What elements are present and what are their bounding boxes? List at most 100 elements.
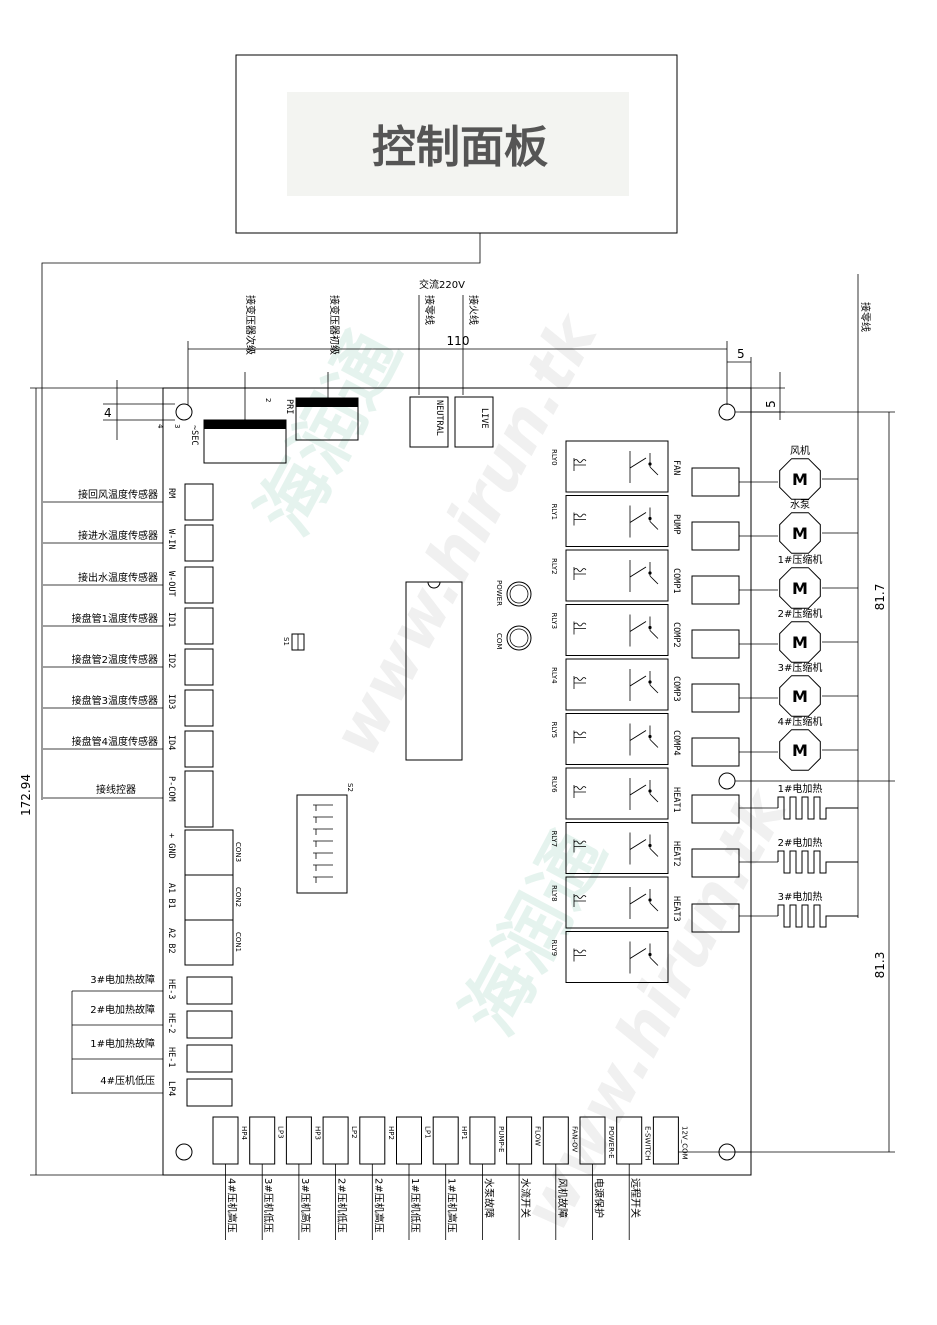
dimension-upper: 81.7 [873,584,887,611]
ac-220v-label: 交流220V [419,278,465,291]
input-label-hp1: 1#压机高压 [446,1178,459,1233]
neutral-terminal [409,396,449,448]
sensor-code-w-out: W-OUT [166,571,176,597]
input-connector-hp4 [212,1116,239,1165]
sensor-label-w-out: 接出水温度传感器 [78,571,158,584]
live-terminal-label: LIVE [479,408,489,428]
power-led [506,581,532,607]
s2-dip-levers [313,804,333,883]
input-code-pump-e: PUMP-E [497,1126,505,1152]
input-connector-hp1 [432,1116,459,1165]
con3-label: CON3 [234,842,242,862]
output-code-heat2: HEAT2 [671,841,681,867]
sensor-label-id2: 接盘管2温度传感器 [72,653,158,666]
motor-symbol-comp1: M [792,579,808,598]
relay-rly1 [565,495,669,547]
relay-label-rly0: RLY0 [550,449,558,466]
sensor-connector-id4 [184,730,214,768]
motor-symbol-comp3: M [792,687,808,706]
motor-comp1 [779,567,821,609]
wired-controller-code: P-COM [166,776,176,802]
output-code-comp4: COMP4 [671,730,681,756]
input-label-hp4: 4#压机高压 [226,1178,239,1233]
input-connector-12v-com [652,1116,679,1165]
output-code-pump: PUMP [671,514,681,534]
heater-heat3 [777,904,858,928]
output-terminal-comp2 [691,629,740,659]
output-code-fan: FAN [671,460,681,475]
input-label-power-e: 电源保护 [593,1178,606,1218]
relay-label-rly7: RLY7 [550,831,558,848]
motor-comp3 [779,675,821,717]
title-leader-line [41,233,481,800]
dimension-offset-h: 5 [737,347,745,361]
watermark-brand: 海润通 [446,818,622,1048]
con2-label: CON2 [234,887,242,907]
relay-label-rly9: RLY9 [550,940,558,957]
relay-label-rly5: RLY5 [550,722,558,739]
mounting-hole-bl [175,1143,193,1161]
right-neutral-wire-label: 接零线 [859,302,872,332]
output-code-heat1: HEAT1 [671,787,681,813]
sensor-label-w-in: 接进水温度传感器 [78,529,158,542]
a2b2-label: A2 B2 [166,928,176,954]
input-connector-hp2 [359,1116,386,1165]
sensor-connector-rm [184,483,214,521]
fault-label-he-2: 2#电加热故障 [90,1003,155,1016]
com-led [506,625,532,651]
primary-pin-label: 2 [264,398,272,402]
motor-comp2 [779,621,821,663]
sensor-label-id1: 接盘管1温度传感器 [72,612,158,625]
motor-symbol-pump: M [792,524,808,543]
heater-label-heat2: 2#电加热 [778,836,823,849]
output-code-comp1: COMP1 [671,568,681,594]
output-terminal-comp1 [691,575,740,605]
relay-label-rly3: RLY3 [550,613,558,630]
fault-label-he-3: 3#电加热故障 [90,973,155,986]
input-code-12v-com: 12V_COM [680,1126,688,1160]
fault-connector-lp4 [186,1078,233,1107]
page-title: 控制面板 [372,122,548,173]
motor-comp4 [779,729,821,771]
com-led-label: COM [495,633,503,649]
bottom-input-connectors: HP44#压机高压LP33#压机低压HP33#压机高压LP22#压机低压HP22… [212,1116,751,1240]
relay-rly5 [565,713,669,765]
live-terminal [454,396,494,448]
input-label-lp3: 3#压机低压 [262,1178,275,1233]
input-label-hp2: 2#压机高压 [372,1178,385,1233]
con1-label: CON1 [234,932,242,952]
pcb-board [162,387,752,1176]
heater-label-heat3: 3#电加热 [778,890,823,903]
input-code-fan-ov: FAN-OV [570,1126,578,1153]
motor-pump [779,512,821,554]
motor-label-comp3: 3#压缩机 [778,661,823,674]
sensor-label-rm: 接回风温度传感器 [78,488,158,501]
motor-symbol-comp4: M [792,741,808,760]
motor-label-comp1: 1#压缩机 [778,553,823,566]
dimension-offset-v: 5 [764,400,778,408]
sensor-connector-w-in [184,524,214,562]
output-code-comp2: COMP2 [671,622,681,648]
a1b1-label: A1 B1 [166,883,176,909]
input-code-hp4: HP4 [240,1126,248,1140]
relay-label-rly2: RLY2 [550,558,558,575]
sensor-code-w-in: W-IN [166,529,176,549]
power-led-label: POWER [495,580,503,606]
mounting-hole-mr [718,772,736,790]
left-sensor-connectors: RM接回风温度传感器W-IN接进水温度传感器W-OUT接出水温度传感器ID1接盘… [43,483,214,828]
input-code-lp2: LP2 [350,1126,358,1139]
motor-fan [779,458,821,500]
s2-dip-switch [296,794,348,894]
secondary-pin-label: 3 [173,424,181,428]
input-code-hp3: HP3 [313,1126,321,1140]
fault-connector-he-1 [186,1044,233,1073]
mounting-hole-tl [175,403,193,421]
input-connector-lp1 [396,1116,422,1165]
motor-label-comp4: 4#压缩机 [778,715,823,728]
title-frame [235,54,678,234]
relay-rly7 [565,822,669,874]
output-terminal-fan [691,467,740,497]
input-label-pump-e: 水泵故障 [482,1178,495,1218]
